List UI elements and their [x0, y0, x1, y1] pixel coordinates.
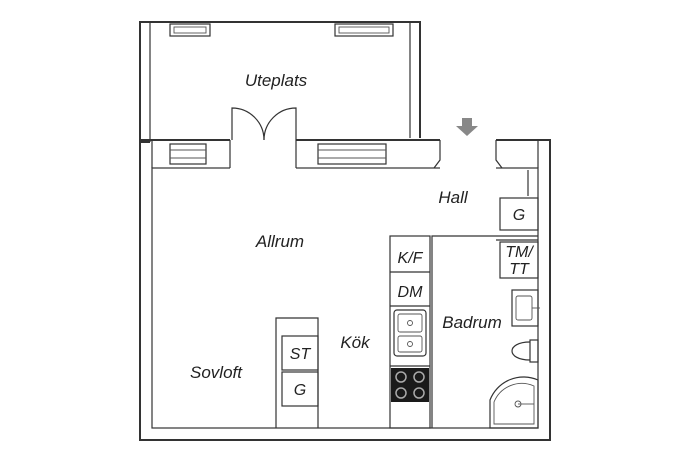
sink-icon — [393, 309, 427, 357]
room-label-sovloft: Sovloft — [190, 363, 243, 382]
window-allrum — [317, 143, 387, 165]
fridge-freezer-label: K/F — [398, 250, 424, 267]
room-label-hall: Hall — [438, 188, 469, 207]
terrace-double-door — [231, 107, 297, 141]
terrace-window-left — [169, 23, 211, 37]
dishwasher-label: DM — [398, 284, 424, 301]
stove-icon — [391, 368, 429, 402]
kitchen-cabinets: ST G — [281, 335, 319, 407]
washer-dryer-label-line2: TT — [509, 261, 530, 278]
top-wall-windows — [169, 139, 503, 169]
washer-dryer-label-line1: TM/ — [505, 244, 534, 261]
cleaning-cabinet-label: ST — [290, 346, 312, 363]
terrace-outline — [139, 21, 421, 143]
washbasin-icon — [511, 289, 540, 327]
apartment-walls — [139, 139, 551, 441]
window-sovloft — [169, 143, 207, 165]
room-label-uteplats: Uteplats — [245, 71, 308, 90]
washer-dryer: TM/ TT — [499, 241, 539, 279]
kitchen-wardrobe-label: G — [294, 382, 306, 399]
shower-icon — [489, 376, 539, 429]
hall-wardrobe: G — [499, 197, 539, 231]
terrace-window-right — [334, 23, 394, 37]
hall-wardrobe-label: G — [513, 207, 525, 224]
toilet-icon — [511, 339, 539, 363]
room-label-allrum: Allrum — [255, 232, 304, 251]
entrance-arrow-icon — [456, 118, 478, 136]
room-label-kok: Kök — [340, 333, 371, 352]
room-label-badrum: Badrum — [442, 313, 502, 332]
kitchen-counter: K/F DM — [390, 250, 430, 402]
